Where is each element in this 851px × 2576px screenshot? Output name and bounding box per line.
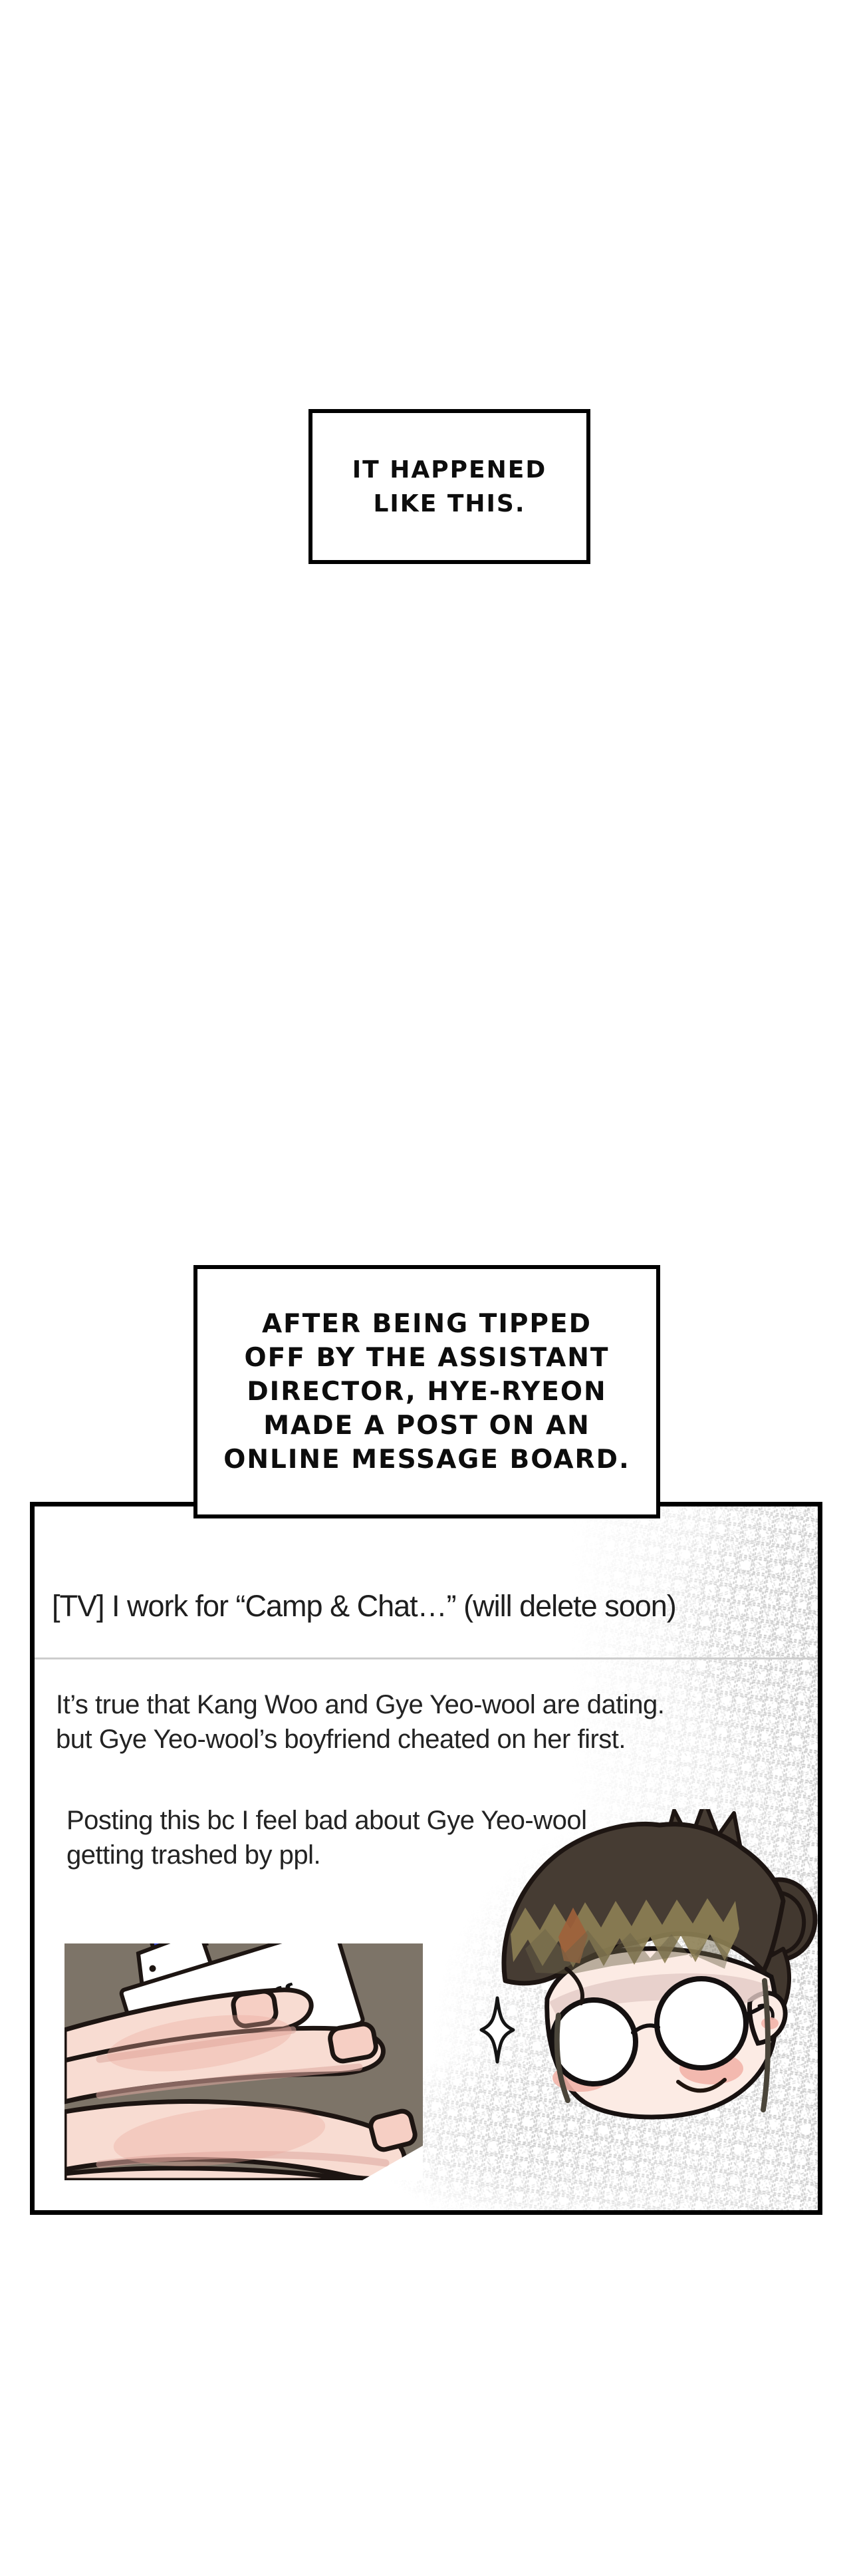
hand-blush: [107, 2015, 326, 2166]
glasses: [549, 1976, 768, 2086]
badge-hole: [149, 1965, 156, 1972]
caption-line: OFF BY THE ASSISTANT: [244, 1343, 610, 1373]
caption-line: IT HAPPENED: [352, 456, 547, 484]
post-body-line: Posting this bc I feel bad about Gye Yeo…: [66, 1806, 587, 1835]
post-body-line: It’s true that Kang Woo and Gye Yeo-wool…: [56, 1690, 665, 1719]
post-body-paragraph: It’s true that Kang Woo and Gye Yeo-wool…: [56, 1687, 665, 1757]
message-board-panel: [TV] I work for “Camp & Chat…” (will del…: [30, 1502, 822, 2215]
post-body-paragraph: Posting this bc I feel bad about Gye Yeo…: [66, 1803, 587, 1872]
smile-mouth: [676, 2078, 727, 2093]
caption-line: MADE A POST ON AN: [263, 1411, 590, 1441]
hair-highlight-orange: [558, 1908, 588, 1963]
caption-box-top: IT HAPPENED LIKE THIS.: [308, 409, 590, 564]
paper-corner: [362, 2146, 423, 2180]
hair-front: [501, 1809, 786, 2005]
hand-shading: [96, 2026, 390, 2168]
caption-box-narration: AFTER BEING TIPPED OFF BY THE ASSISTANT …: [193, 1265, 660, 1518]
caption-line: ONLINE MESSAGE BOARD.: [223, 1445, 630, 1475]
hair-highlight-shade: [525, 1929, 729, 1974]
post-title: [TV] I work for “Camp & Chat…” (will del…: [52, 1589, 677, 1623]
caption-line: DIRECTOR, HYE-RYEON: [247, 1377, 607, 1407]
character-face: [479, 1809, 818, 2120]
hair-strands: [554, 1978, 771, 2112]
four-point-sparkle-icon: [479, 1996, 515, 2064]
post-body-line: getting trashed by ppl.: [66, 1840, 321, 1870]
caption-line: AFTER BEING TIPPED: [261, 1309, 592, 1339]
caption-line: LIKE THIS.: [373, 490, 526, 517]
post-body-line: but Gye Yeo-wool’s boyfriend cheated on …: [56, 1725, 626, 1754]
divider-line: [35, 1657, 818, 1659]
inset-photo-panel: SBC staff: [64, 1943, 423, 2180]
